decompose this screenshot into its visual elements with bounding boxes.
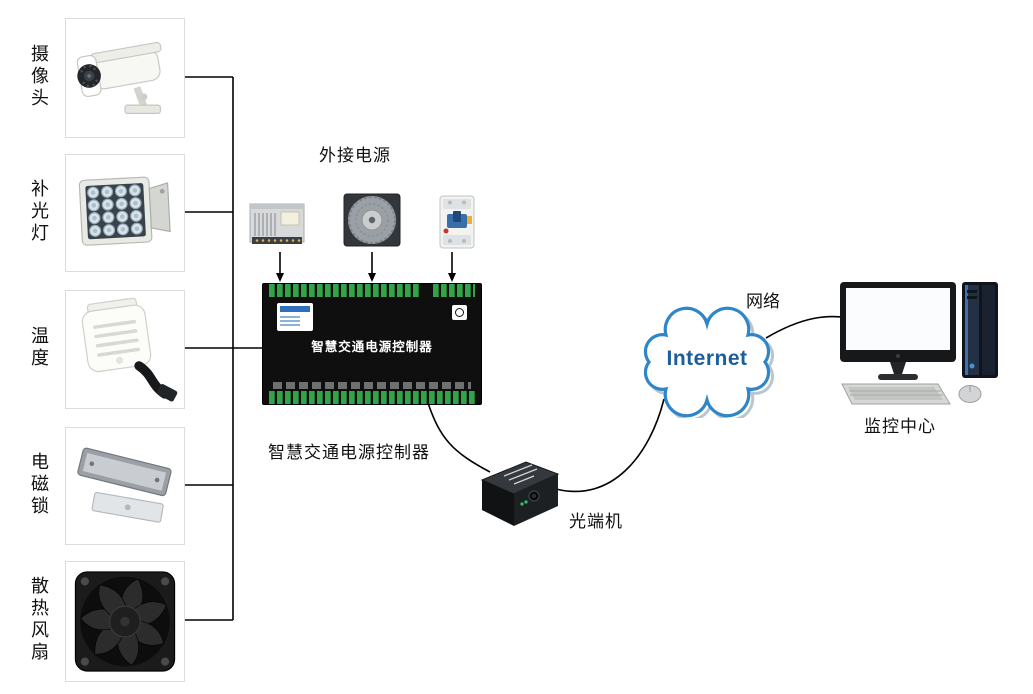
fill-light-image-box xyxy=(65,154,185,272)
transceiver-caption: 光端机 xyxy=(569,512,623,531)
camera-image-box xyxy=(65,18,185,138)
controller-device-title: 智慧交通电源控制器 xyxy=(311,340,433,354)
cloud-shape xyxy=(643,306,774,418)
camera-icon xyxy=(76,41,162,114)
network-label: 网络 xyxy=(746,292,780,311)
temperature-image-box xyxy=(65,290,185,409)
fill-light-icon xyxy=(78,176,171,246)
camera-label: 摄像头 xyxy=(29,44,49,110)
controller-logo-icon xyxy=(452,305,467,320)
cooling-fan-icon xyxy=(74,571,176,672)
internet-label: Internet xyxy=(666,347,748,370)
monitoring-computer-icon xyxy=(840,282,998,405)
monitoring-computer-image xyxy=(836,280,1004,408)
fill-light-label: 补光灯 xyxy=(29,179,49,245)
transformer-arrowhead xyxy=(368,273,376,282)
controller-bottom-terminals xyxy=(269,391,475,404)
monitoring-center-caption: 监控中心 xyxy=(864,417,936,436)
transformer-icon xyxy=(343,193,401,247)
power-section-title: 外接电源 xyxy=(319,146,391,165)
temperature-sensor-icon xyxy=(81,297,178,402)
controller-device: 智慧交通电源控制器 xyxy=(262,283,482,405)
power-supply-icon xyxy=(249,203,305,244)
optical-transceiver-image xyxy=(476,450,564,536)
internet-cloud: Internet xyxy=(622,300,792,418)
controller-to-transceiver-line xyxy=(427,402,491,473)
controller-top-terminals-left xyxy=(269,284,421,297)
magnetic-lock-icon xyxy=(77,447,172,523)
temperature-label: 温度 xyxy=(29,326,49,370)
psu-arrowhead xyxy=(276,273,284,282)
lock-label: 电磁锁 xyxy=(29,452,49,518)
fan-label: 散热风扇 xyxy=(29,576,49,664)
power-supply-image xyxy=(248,194,306,250)
transceiver-to-cloud-line xyxy=(555,398,665,493)
controller-caption: 智慧交通电源控制器 xyxy=(268,443,430,462)
transformer-image xyxy=(334,188,410,252)
fan-image-box xyxy=(65,561,185,682)
circuit-breaker-icon xyxy=(439,195,475,249)
circuit-breaker-image xyxy=(420,192,492,252)
controller-label-strip xyxy=(273,382,471,389)
lock-image-box xyxy=(65,427,185,545)
breaker-arrowhead xyxy=(448,273,456,282)
controller-display xyxy=(277,303,313,331)
optical-transceiver-icon xyxy=(480,461,560,526)
controller-top-terminals-right xyxy=(433,284,475,297)
cloud-outline xyxy=(643,306,771,418)
